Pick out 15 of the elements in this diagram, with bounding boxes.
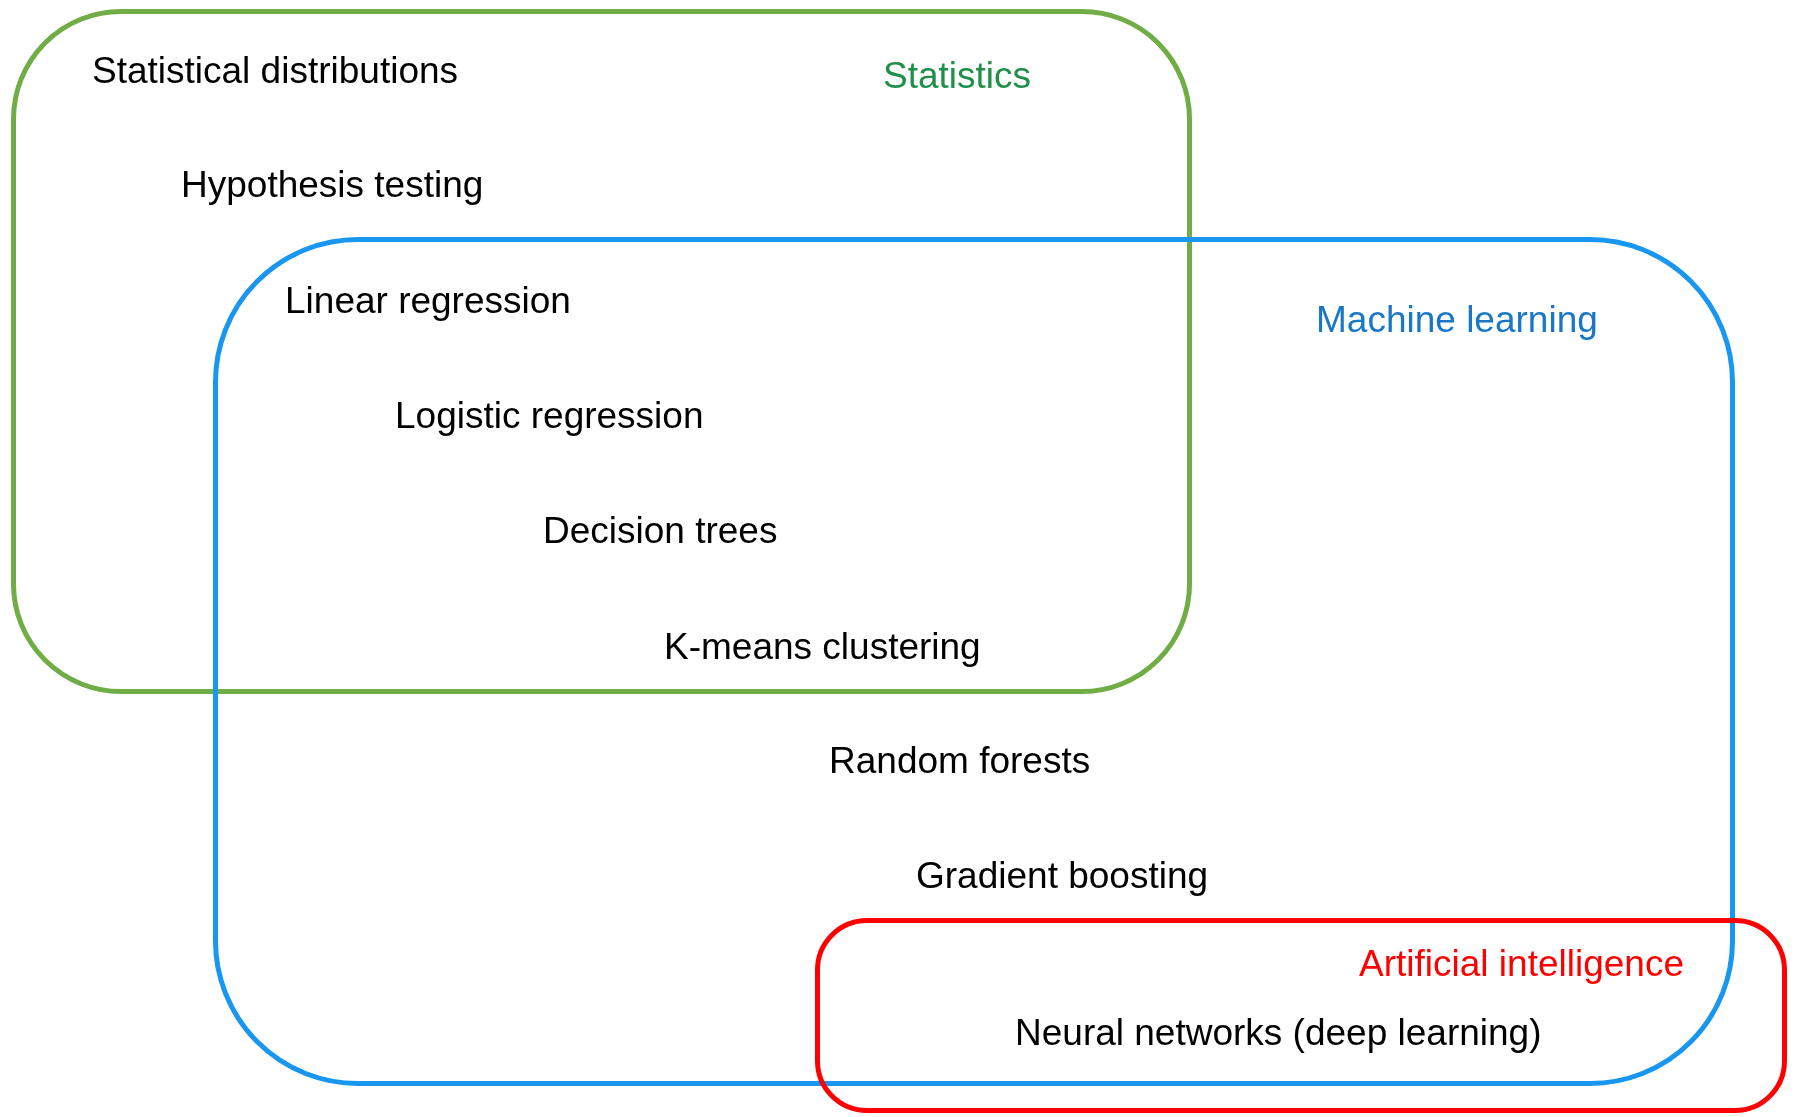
item-label: Logistic regression [395,394,704,438]
set-region [213,237,1735,1086]
item-label: Statistical distributions [92,49,459,93]
item-label: Gradient boosting [916,854,1209,898]
item-label: K-means clustering [664,625,981,669]
item-label: Hypothesis testing [181,163,484,207]
item-label: Linear regression [285,279,571,323]
item-label: Decision trees [543,509,778,553]
item-label: Neural networks (deep learning) [1015,1011,1542,1055]
set-region [11,9,1192,694]
set-title: Artificial intelligence [1359,942,1684,986]
set-title: Machine learning [1316,298,1598,342]
item-label: Random forests [829,739,1091,783]
set-region [815,918,1787,1113]
set-title: Statistics [883,54,1032,98]
